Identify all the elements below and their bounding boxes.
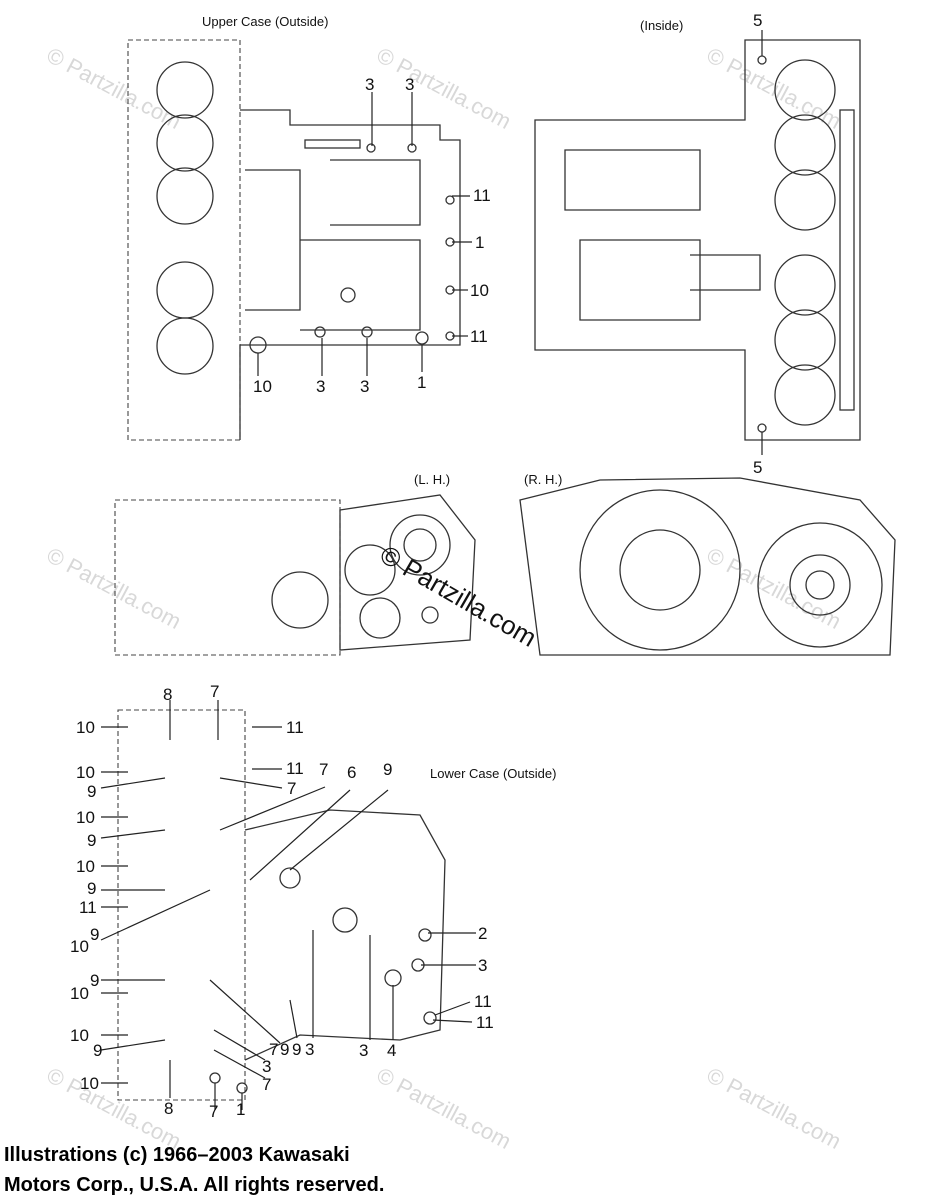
callout: 11 xyxy=(286,718,304,737)
callout: 10 xyxy=(253,377,272,396)
callout: 10 xyxy=(76,718,95,737)
callout: 9 xyxy=(93,1041,102,1060)
callout: 10 xyxy=(70,984,89,1003)
lower-callouts: 8 7 10 11 10 11 9 7 7 6 9 10 9 10 9 11 1… xyxy=(70,682,494,1121)
callout: 9 xyxy=(280,1040,289,1059)
title-rh: (R. H.) xyxy=(524,472,562,487)
callout: 10 xyxy=(70,1026,89,1045)
callout: 9 xyxy=(90,971,99,990)
callout: 7 xyxy=(210,682,219,701)
callout: 10 xyxy=(76,808,95,827)
watermark: © Partzilla.com xyxy=(373,1062,516,1154)
callout: 7 xyxy=(287,779,296,798)
callout: 9 xyxy=(383,760,392,779)
callout: 3 xyxy=(262,1057,271,1076)
callout: 9 xyxy=(90,925,99,944)
watermark: © Partzilla.com xyxy=(43,542,186,634)
title-upper-case-outside: Upper Case (Outside) xyxy=(202,14,328,29)
callout: 11 xyxy=(474,992,492,1011)
callout: 3 xyxy=(478,956,487,975)
callout: 3 xyxy=(316,377,325,396)
title-lower-case-outside: Lower Case (Outside) xyxy=(430,766,556,781)
watermark: © Partzilla.com xyxy=(373,42,516,134)
callout: 8 xyxy=(164,1099,173,1118)
callout: 2 xyxy=(478,924,487,943)
watermark-center: © Partzilla.com xyxy=(375,539,542,653)
callout: 11 xyxy=(476,1013,494,1032)
title-inside: (Inside) xyxy=(640,18,683,33)
callout: 8 xyxy=(163,685,172,704)
callout: 7 xyxy=(209,1102,218,1121)
callout: 7 xyxy=(269,1040,278,1059)
callout: 3 xyxy=(359,1041,368,1060)
callout: 10 xyxy=(76,857,95,876)
callout: 9 xyxy=(87,782,96,801)
watermark: © Partzilla.com xyxy=(43,42,186,134)
callout: 11 xyxy=(473,186,491,205)
callout: 9 xyxy=(87,831,96,850)
callout: 9 xyxy=(87,879,96,898)
callout: 7 xyxy=(319,760,328,779)
callout: 3 xyxy=(305,1040,314,1059)
callout: 10 xyxy=(470,281,489,300)
copyright-line-1: Illustrations (c) 1966–2003 Kawasaki xyxy=(4,1144,350,1166)
callout: 11 xyxy=(286,759,304,778)
upper-callouts: 3 3 11 1 10 11 10 3 3 1 xyxy=(253,75,491,396)
watermark: © Partzilla.com xyxy=(703,542,846,634)
callout: 4 xyxy=(387,1041,396,1060)
upper-case-outside-drawing: Upper Case (Outside) xyxy=(127,14,472,441)
callout: 1 xyxy=(417,373,426,392)
callout: 11 xyxy=(79,898,97,917)
copyright-notice: Illustrations (c) 1966–2003 Kawasaki Mot… xyxy=(4,1140,384,1200)
lower-case-outside-drawing: Lower Case (Outside) xyxy=(100,700,556,1110)
callout: 1 xyxy=(236,1100,245,1119)
title-lh: (L. H.) xyxy=(414,472,450,487)
callout: 7 xyxy=(262,1075,271,1094)
callout: 6 xyxy=(347,763,356,782)
callout: 10 xyxy=(76,763,95,782)
callout: 3 xyxy=(405,75,414,94)
upper-case-inside-drawing: (Inside) xyxy=(534,18,861,455)
inside-callouts: 5 5 xyxy=(753,11,762,477)
callout: 5 xyxy=(753,11,762,30)
callout: 5 xyxy=(753,458,762,477)
callout: 11 xyxy=(470,327,488,346)
callout: 9 xyxy=(292,1040,301,1059)
callout: 10 xyxy=(80,1074,99,1093)
callout: 1 xyxy=(475,233,484,252)
rh-side-drawing: (R. H.) xyxy=(519,472,896,656)
callout: 3 xyxy=(360,377,369,396)
callout: 10 xyxy=(70,937,89,956)
copyright-line-2: Motors Corp., U.S.A. All rights reserved… xyxy=(4,1174,385,1196)
watermark: © Partzilla.com xyxy=(703,1062,846,1154)
callout: 3 xyxy=(365,75,374,94)
lh-side-drawing: (L. H.) xyxy=(114,472,476,656)
